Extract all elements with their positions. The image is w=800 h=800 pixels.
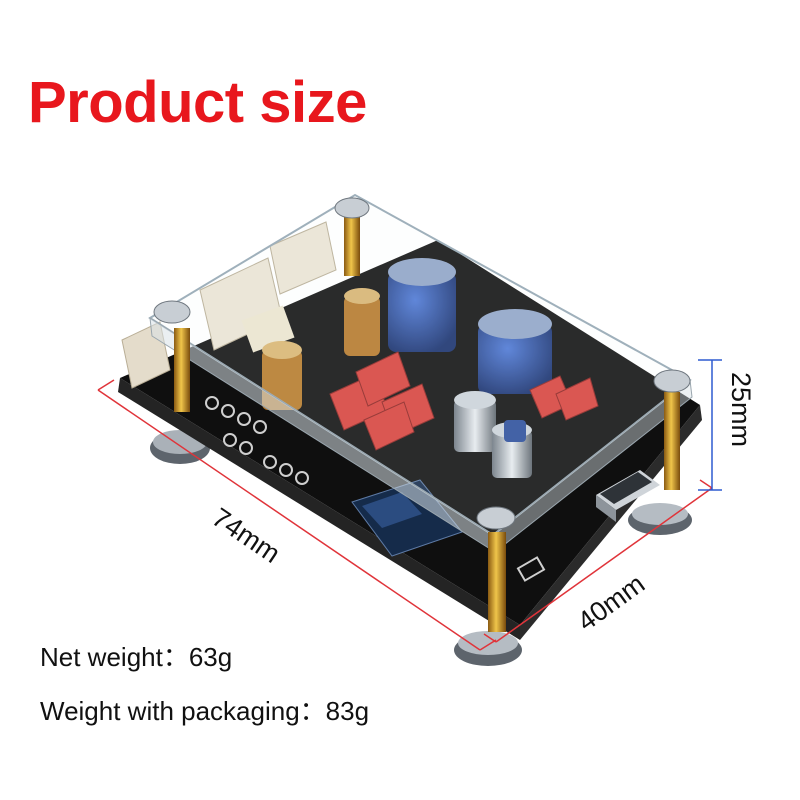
height-label: 25mm bbox=[726, 372, 756, 447]
usb-c-port bbox=[596, 470, 660, 522]
screw-heads bbox=[153, 197, 691, 530]
film-capacitors bbox=[329, 351, 599, 451]
brass-standoffs bbox=[174, 214, 680, 632]
packaging-weight-value: 83g bbox=[325, 696, 370, 726]
net-weight-label: Net weight： bbox=[40, 642, 189, 672]
page-title: Product size bbox=[28, 70, 367, 135]
weight-specs: Net weight：63g Weight with packaging：83g bbox=[40, 630, 369, 738]
capacitors bbox=[262, 258, 552, 478]
height-dimension: 25mm bbox=[698, 359, 756, 491]
packaging-weight-row: Weight with packaging：83g bbox=[40, 684, 369, 738]
packaging-weight-label: Weight with packaging： bbox=[40, 696, 326, 726]
net-weight-row: Net weight：63g bbox=[40, 630, 369, 684]
net-weight-value: 63g bbox=[188, 642, 233, 672]
length-label: 74mm bbox=[207, 502, 286, 569]
